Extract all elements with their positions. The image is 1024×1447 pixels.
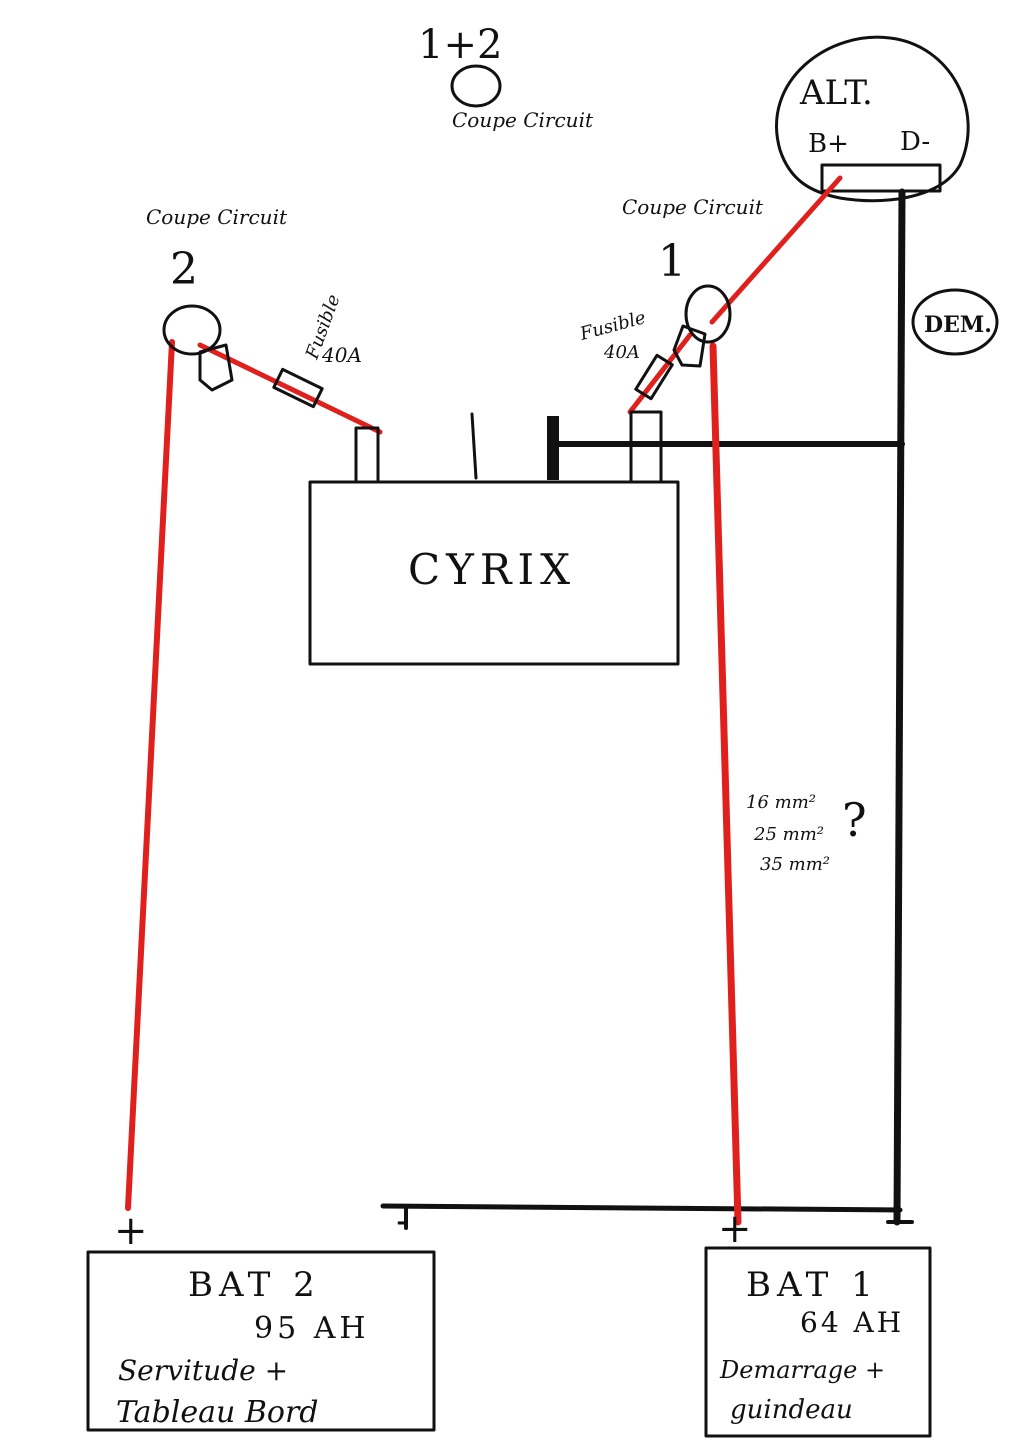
battery-1-capacity: 64 AH — [800, 1306, 904, 1339]
battery-2-capacity: 95 AH — [254, 1311, 370, 1346]
combined-switch-label: Coupe Circuit — [452, 108, 594, 132]
battery-1-box — [704, 1246, 932, 1438]
alternator-terminal-block — [820, 163, 942, 193]
cable-note-line2: 25 mm² — [753, 824, 824, 845]
cable-note-line1: 16 mm² — [746, 792, 816, 813]
relay-ground-stud — [547, 416, 559, 480]
battery-1-use-line2: guindeau — [730, 1395, 853, 1425]
switch-1-caption: Coupe Circuit — [622, 195, 764, 219]
alternator-terminal-dminus: D- — [900, 127, 930, 157]
battery-1-use-line1: Demarrage + — [719, 1356, 885, 1384]
switch-1-icon — [684, 284, 732, 344]
fuse-left-line2: 40A — [321, 343, 362, 367]
relay-sense-wire — [470, 412, 478, 480]
switch-2-knob — [198, 343, 234, 392]
fuse-left-icon — [272, 367, 324, 409]
positive-wire-bat1 — [709, 342, 742, 1226]
starter-label: DEM. — [924, 312, 992, 338]
switch-2-number: 2 — [170, 244, 198, 295]
combined-label: 1+2 — [418, 22, 502, 68]
cable-note-line3: 35 mm² — [760, 854, 830, 875]
switch-2-icon — [162, 304, 222, 356]
positive-wire-bat2 — [125, 339, 175, 1211]
positive-wire-switch1-relay — [627, 332, 693, 415]
positive-wire-alt-switch1 — [709, 175, 843, 325]
battery-2-name: BAT 2 — [188, 1265, 321, 1305]
relay-terminal-left — [354, 426, 380, 484]
battery-2-box — [86, 1250, 436, 1432]
fuse-right-line1: Fusible — [577, 307, 648, 345]
battery-2-use-line2: Tableau Bord — [116, 1395, 319, 1430]
ground-bus-batteries — [380, 1203, 903, 1213]
combined-switch-icon — [450, 64, 502, 108]
bat2-plus-terminal: + — [114, 1208, 148, 1254]
alternator-terminal-bplus: B+ — [808, 129, 849, 159]
fuse-right-line2: 40A — [603, 342, 640, 363]
bat2-minus-terminal: - — [396, 1198, 410, 1244]
relay-body — [308, 480, 680, 666]
bat1-plus-terminal: + — [718, 1206, 752, 1252]
alternator-label: ALT. — [799, 73, 873, 113]
switch-2-caption: Coupe Circuit — [146, 205, 288, 229]
switch-1-knob — [672, 324, 707, 368]
relay-label: CYRIX — [408, 545, 576, 594]
battery-1-name: BAT 1 — [746, 1265, 879, 1305]
starter-circle — [911, 288, 999, 356]
battery-2-use-line1: Servitude + — [118, 1354, 288, 1387]
switch-1-number: 1 — [658, 236, 686, 287]
cable-note-question: ? — [842, 793, 867, 847]
fuse-right-icon — [634, 353, 674, 401]
ground-wire-alternator — [893, 188, 906, 1226]
alternator-housing — [775, 35, 970, 203]
